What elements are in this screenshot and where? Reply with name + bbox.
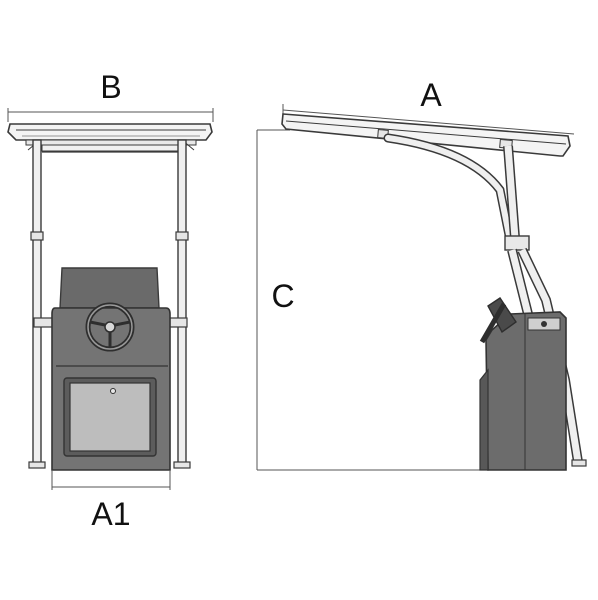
dimension-c: C [256, 129, 480, 471]
dimension-b: B [7, 69, 214, 122]
side-steering-wheel-icon [479, 297, 517, 344]
label-c: C [271, 278, 294, 314]
label-a: A [420, 77, 442, 113]
side-view: A C [256, 77, 587, 471]
dimension-a: A [282, 77, 575, 135]
front-view: B [7, 69, 214, 532]
front-right-post [166, 139, 191, 469]
label-a1: A1 [91, 496, 130, 532]
label-b: B [100, 69, 121, 105]
front-left-post [28, 139, 55, 469]
front-console [51, 267, 171, 471]
side-console [479, 297, 567, 471]
steering-wheel-icon [85, 302, 135, 352]
dimension-a1: A1 [51, 470, 171, 532]
storage-hatch-icon [63, 377, 157, 457]
